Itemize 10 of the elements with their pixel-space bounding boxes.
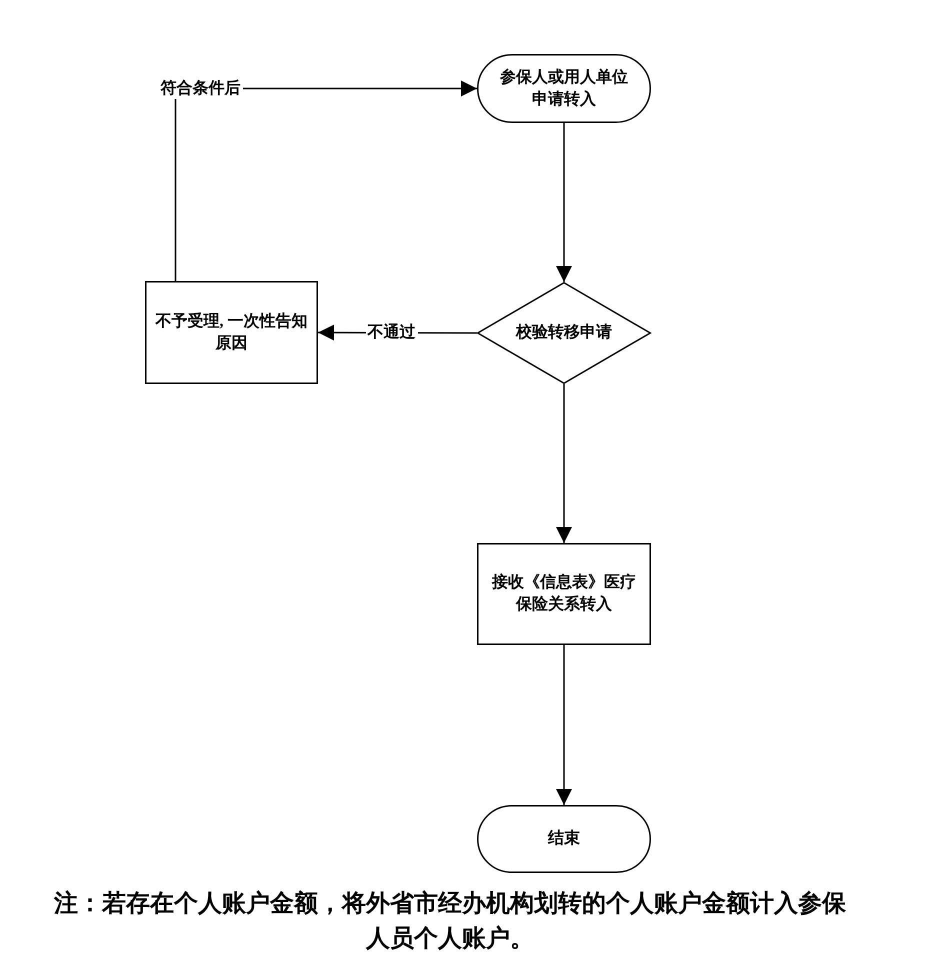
edge-label: 符合条件后 (158, 78, 242, 98)
arrow (556, 645, 572, 805)
terminal-shape: 结束 (477, 805, 651, 873)
process-box: 接收《信息表》医疗保险关系转入 (477, 543, 651, 645)
arrow (556, 384, 572, 543)
note-text: 注：若存在个人账户金额，将外省市经办机构划转的个人账户金额计入参保人员个人账户。 (52, 889, 847, 954)
terminal-shape: 参保人或用人单位申请转入 (477, 54, 651, 123)
arrow (556, 123, 572, 282)
process-box: 不予受理, 一次性告知原因 (145, 281, 318, 384)
decision-diamond: 校验转移申请 (477, 282, 651, 384)
